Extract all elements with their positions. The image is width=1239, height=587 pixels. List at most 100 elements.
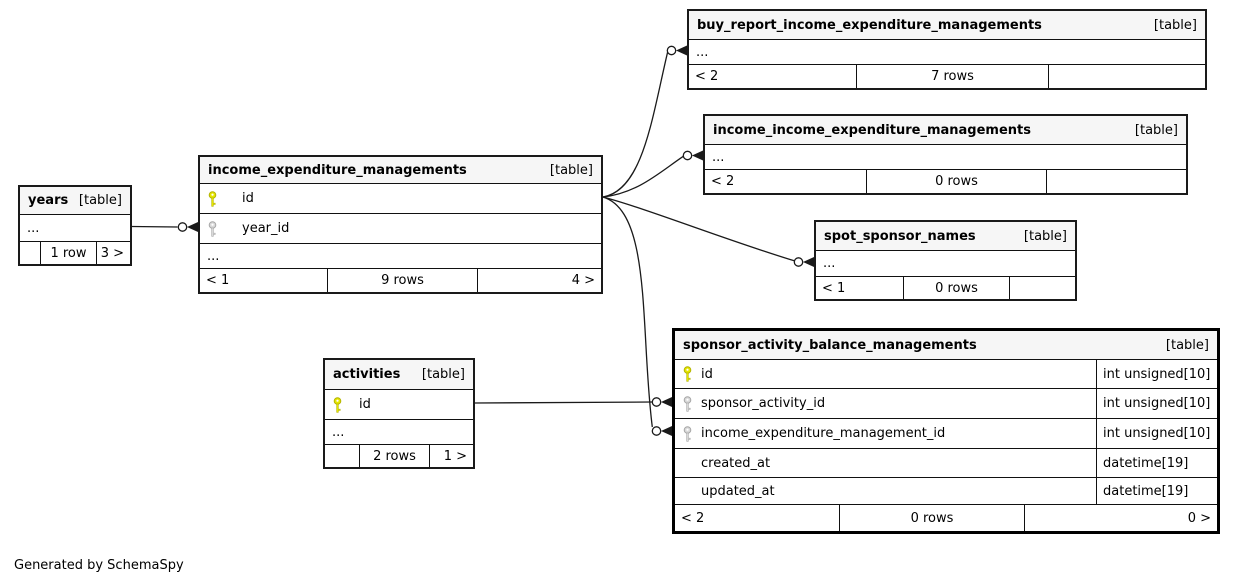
hidden-columns-ellipsis: ... [712, 149, 725, 165]
column-row-income_expenditure_management_id: income_expenditure_management_id int unsi… [675, 419, 1217, 449]
relationship-income_expenditure_managements-to-spot_sponsor_names [602, 196, 814, 267]
key-slot [675, 425, 701, 442]
table-activities[interactable]: activities[table] id... 2 rows 1 > [323, 358, 475, 469]
table-type-tag: [table] [78, 193, 122, 208]
table-header: buy_report_income_expenditure_management… [689, 11, 1205, 40]
relationship-arrowhead [676, 45, 687, 56]
column-type: int unsigned[10] [1096, 389, 1217, 418]
footer-row-count: 7 rows [857, 65, 1049, 88]
table-name: sponsor_activity_balance_managements [683, 337, 977, 353]
key-shape [686, 402, 691, 412]
key-slot [200, 190, 242, 207]
table-income_income_expenditure_managements[interactable]: income_income_expenditure_managements [ta… [703, 114, 1188, 195]
relationship-years-to-income_expenditure_managements [131, 222, 198, 232]
footer-children-count: 1 > [443, 448, 467, 464]
footer-parents-count: < 1 [200, 269, 328, 292]
key-slot [325, 396, 359, 413]
ellipsis-row: ... [816, 251, 1075, 277]
table-sponsor_activity_balance_managements[interactable]: sponsor_activity_balance_managements [tab… [672, 328, 1220, 534]
relationship-line [602, 196, 795, 262]
footer-row-count: 2 rows [360, 445, 430, 467]
key-shape [686, 372, 691, 382]
footer-row-count: 0 rows [904, 277, 1010, 299]
table-type-tag: [table] [1165, 337, 1209, 353]
table-footer: 2 rows 1 > [325, 445, 473, 467]
primary-key-icon [683, 366, 692, 382]
footer-parents-count: < 2 [689, 65, 857, 88]
key-shape [211, 197, 216, 207]
relationship-income_expenditure_managements-to-buy_report_income_expenditure_managements [602, 45, 687, 198]
column-name: year_id [242, 221, 290, 236]
table-header: income_income_expenditure_managements [ta… [705, 116, 1186, 145]
relationship-circle [682, 150, 693, 161]
table-name: buy_report_income_expenditure_management… [697, 17, 1042, 33]
column-type: datetime[19] [1096, 478, 1217, 504]
relationship-line [602, 52, 669, 198]
relationship-arrowhead [803, 257, 814, 267]
table-header: activities[table] [325, 360, 473, 390]
relationship-arrowhead [187, 222, 198, 232]
column-name: updated_at [701, 483, 775, 499]
table-name: income_expenditure_managements [208, 162, 467, 178]
table-type-tag: [table] [1134, 122, 1178, 138]
relationship-arrowhead [661, 426, 672, 436]
key-shape [211, 223, 214, 226]
primary-key-icon [208, 190, 217, 207]
foreign-key-icon [683, 425, 692, 442]
key-slot [675, 395, 701, 412]
footer-parents-count: < 2 [705, 170, 867, 193]
relationship-income_expenditure_managements-to-sponsor_activity_balance_managements [602, 196, 672, 436]
key-shape [211, 193, 214, 196]
footer-children-count [1010, 277, 1075, 299]
relationship-line [131, 225, 178, 228]
column-row-id: id [325, 390, 473, 420]
key-shape [686, 368, 689, 371]
ellipsis-row: ... [689, 40, 1205, 65]
relationship-arrowhead [692, 150, 703, 161]
column-name: id [359, 397, 371, 412]
hidden-columns-ellipsis: ... [27, 220, 40, 236]
table-type-tag: [table] [1153, 17, 1197, 33]
column-type: int unsigned[10] [1096, 419, 1217, 448]
footer-parents-count: < 2 [675, 505, 840, 531]
table-type-tag: [table] [421, 367, 465, 382]
table-buy_report_income_expenditure_managements[interactable]: buy_report_income_expenditure_management… [687, 9, 1207, 90]
relationship-line [474, 401, 653, 404]
table-type-tag: [table] [1023, 228, 1067, 244]
footer-parents-count [325, 445, 360, 467]
foreign-key-icon [208, 220, 217, 237]
footer-children-count: 0 > [1187, 510, 1211, 526]
table-header: years [table] [20, 187, 130, 215]
relationship-circle [793, 257, 804, 267]
table-header: income_expenditure_managements[table] [200, 157, 601, 184]
footer-parents-count [20, 242, 41, 264]
ellipsis-row: ... [705, 145, 1186, 170]
table-header: spot_sponsor_names[table] [816, 222, 1075, 251]
hidden-columns-ellipsis: ... [823, 256, 836, 271]
footer-row-count: 9 rows [328, 269, 478, 292]
generator-credit: Generated by SchemaSpy [14, 558, 184, 573]
table-name: income_income_expenditure_managements [713, 122, 1031, 138]
footer-children-count: 4 > [571, 273, 595, 288]
column-type: int unsigned[10] [1096, 360, 1217, 388]
relationship-line [602, 155, 684, 198]
hidden-columns-ellipsis: ... [332, 424, 345, 440]
column-name: sponsor_activity_id [701, 396, 826, 411]
footer-children-count [1047, 170, 1186, 193]
table-name: years [28, 193, 69, 208]
key-shape [686, 398, 689, 401]
relationship-circle [177, 222, 188, 232]
hidden-columns-ellipsis: ... [207, 248, 220, 264]
column-name: income_expenditure_management_id [701, 426, 946, 441]
footer-row-count: 0 rows [867, 170, 1047, 193]
footer-parents-count: < 1 [816, 277, 904, 299]
relationship-circle [651, 426, 662, 436]
